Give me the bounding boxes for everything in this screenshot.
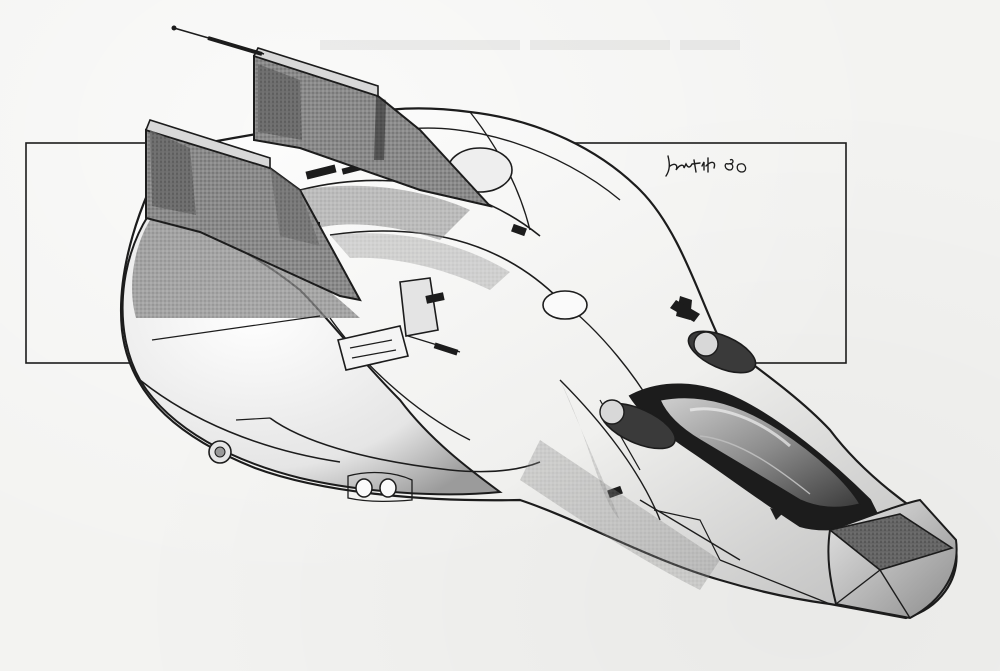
engine-pod-lower	[599, 399, 676, 450]
artist-signature	[665, 155, 747, 177]
show-through-text	[320, 40, 740, 50]
cockpit-canopy	[628, 383, 882, 531]
dorsal-hatch	[542, 290, 588, 320]
antenna	[171, 25, 265, 56]
belly-port-twin-b	[379, 478, 397, 498]
tail-fin-rear	[144, 119, 362, 302]
side-sensor	[670, 300, 700, 322]
tail-fin-front	[252, 47, 493, 208]
belly-port-twin-a	[355, 478, 373, 498]
ship-nose	[827, 498, 958, 620]
